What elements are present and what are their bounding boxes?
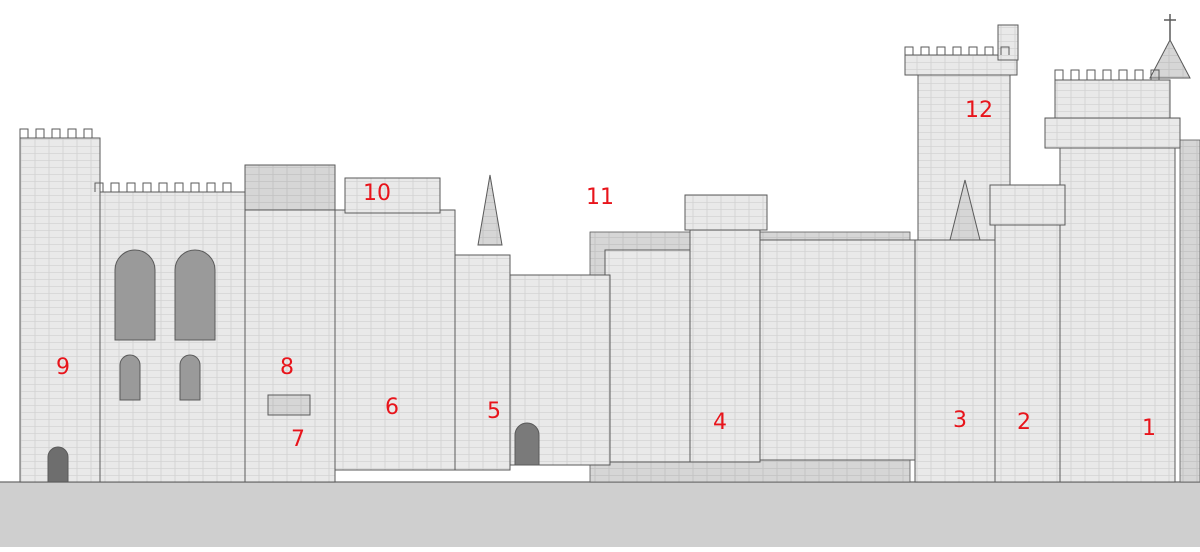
rear-wall-right	[1179, 139, 1200, 483]
label-1: 1	[1142, 416, 1156, 441]
label-2: 2	[1017, 410, 1031, 435]
label-7: 7	[291, 427, 305, 452]
label-8: 8	[280, 355, 294, 380]
wing-7-8	[239, 209, 336, 483]
label-3: 3	[953, 408, 967, 433]
label-10: 10	[363, 181, 391, 206]
tower-2-3	[914, 179, 1066, 483]
label-9: 9	[56, 355, 70, 380]
ground-plane	[0, 482, 1200, 547]
chapel-tower-9	[19, 128, 246, 483]
label-6: 6	[385, 395, 399, 420]
label-5: 5	[487, 399, 501, 424]
wing-5-6-10	[244, 164, 511, 471]
label-4: 4	[713, 410, 727, 435]
courtyard-gate	[514, 422, 540, 466]
label-11: 11	[586, 185, 614, 210]
tower-1	[1044, 14, 1191, 483]
wing-4	[509, 194, 916, 466]
label-12: 12	[965, 98, 993, 123]
